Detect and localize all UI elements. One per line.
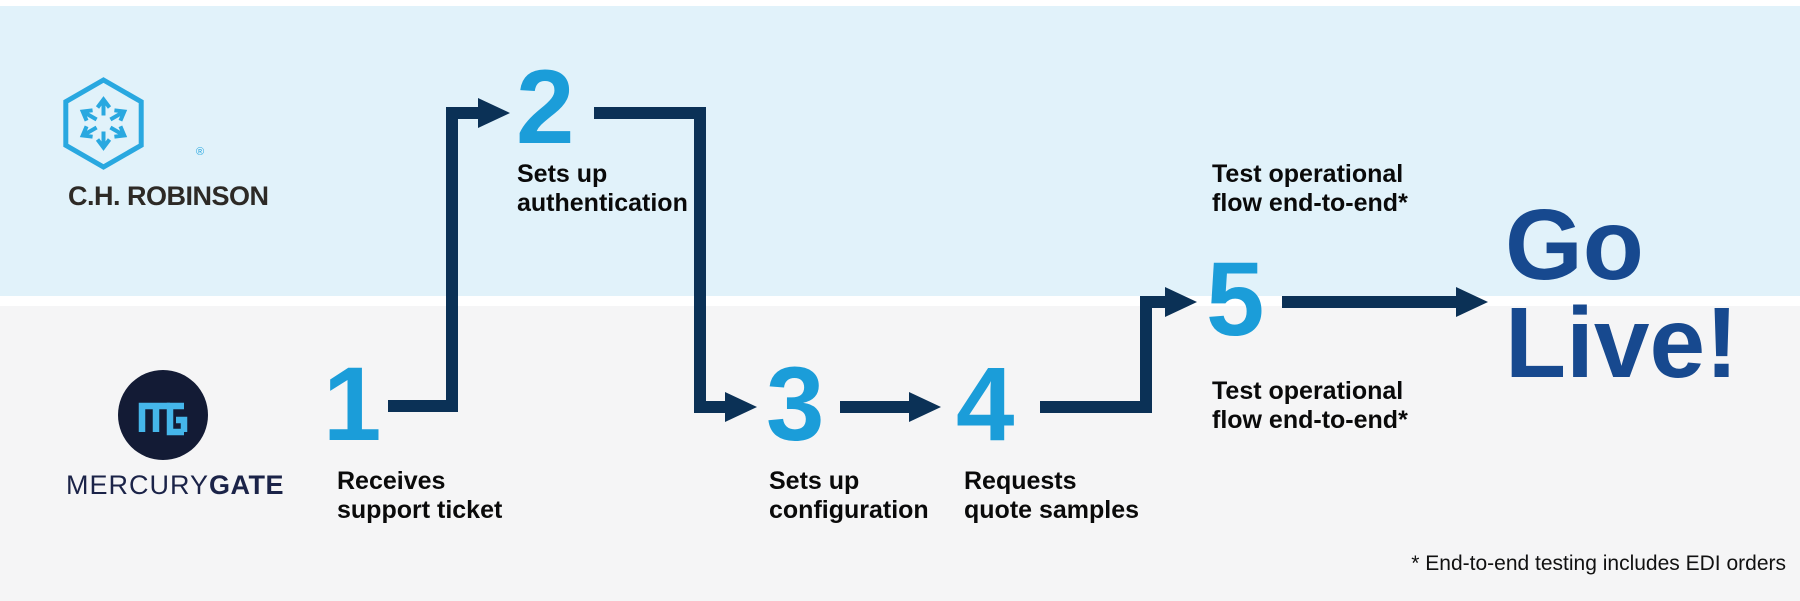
arrowhead-step4 <box>909 392 941 422</box>
step-2-label: Sets up authentication <box>517 160 688 218</box>
step-1-label-line2: support ticket <box>337 496 503 524</box>
mercurygate-lane-band <box>0 306 1800 601</box>
mg-monogram-icon <box>118 370 208 460</box>
step-5-label-top-line1: Test operational <box>1212 160 1404 188</box>
step-2-label-line1: Sets up <box>517 160 608 188</box>
step-5-label-top: Test operational flow end-to-end* <box>1212 160 1408 218</box>
chrobinson-lane-band <box>0 6 1800 296</box>
step-4-label-line2: quote samples <box>964 496 1140 524</box>
step-3-number: 3 <box>766 346 825 463</box>
step-4-label-line1: Requests <box>964 467 1077 495</box>
step-5-label-bottom-line1: Test operational <box>1212 377 1404 405</box>
hexagon-arrows-icon <box>63 77 144 170</box>
arrowhead-step5 <box>1165 287 1197 317</box>
go-live-line1: Go <box>1505 189 1644 301</box>
connector-step2-step3 <box>594 107 726 413</box>
arrowhead-golive <box>1456 287 1488 317</box>
step-5-label-bottom-line2: flow end-to-end* <box>1212 406 1408 434</box>
mg-wordmark-regular: MERCURY <box>66 470 210 500</box>
mg-wordmark: MERCURYGATE <box>66 470 284 501</box>
step-1-label: Receives support ticket <box>337 467 502 525</box>
go-live-line2: Live! <box>1505 287 1739 399</box>
connector-step4-step5 <box>1040 296 1166 413</box>
go-live-title: Go Live! <box>1505 189 1739 399</box>
step-3-label-line2: configuration <box>769 496 929 524</box>
step-3-label: Sets up configuration <box>769 467 929 525</box>
step-5-number: 5 <box>1206 241 1265 358</box>
step-2-number: 2 <box>516 49 575 166</box>
step-3-label-line1: Sets up <box>769 467 860 495</box>
connector-step1-step2 <box>388 107 479 412</box>
step-5-label-bottom: Test operational flow end-to-end* <box>1212 377 1408 435</box>
step-4-number: 4 <box>956 346 1015 463</box>
step-4-label: Requests quote samples <box>964 467 1139 525</box>
step-5-label-top-line2: flow end-to-end* <box>1212 189 1408 217</box>
step-2-label-line2: authentication <box>517 189 688 217</box>
footnote: * End-to-end testing includes EDI orders <box>1411 552 1786 575</box>
arrowhead-step2 <box>478 98 510 128</box>
step-1-label-line1: Receives <box>337 467 446 495</box>
chr-wordmark: C.H. ROBINSON <box>68 181 269 211</box>
chr-registered-mark: ® <box>196 146 205 158</box>
arrowhead-step3 <box>725 392 757 422</box>
mg-wordmark-bold: GATE <box>209 470 285 500</box>
mg-monogram-glyph <box>138 402 188 436</box>
step-1-number: 1 <box>323 346 382 463</box>
